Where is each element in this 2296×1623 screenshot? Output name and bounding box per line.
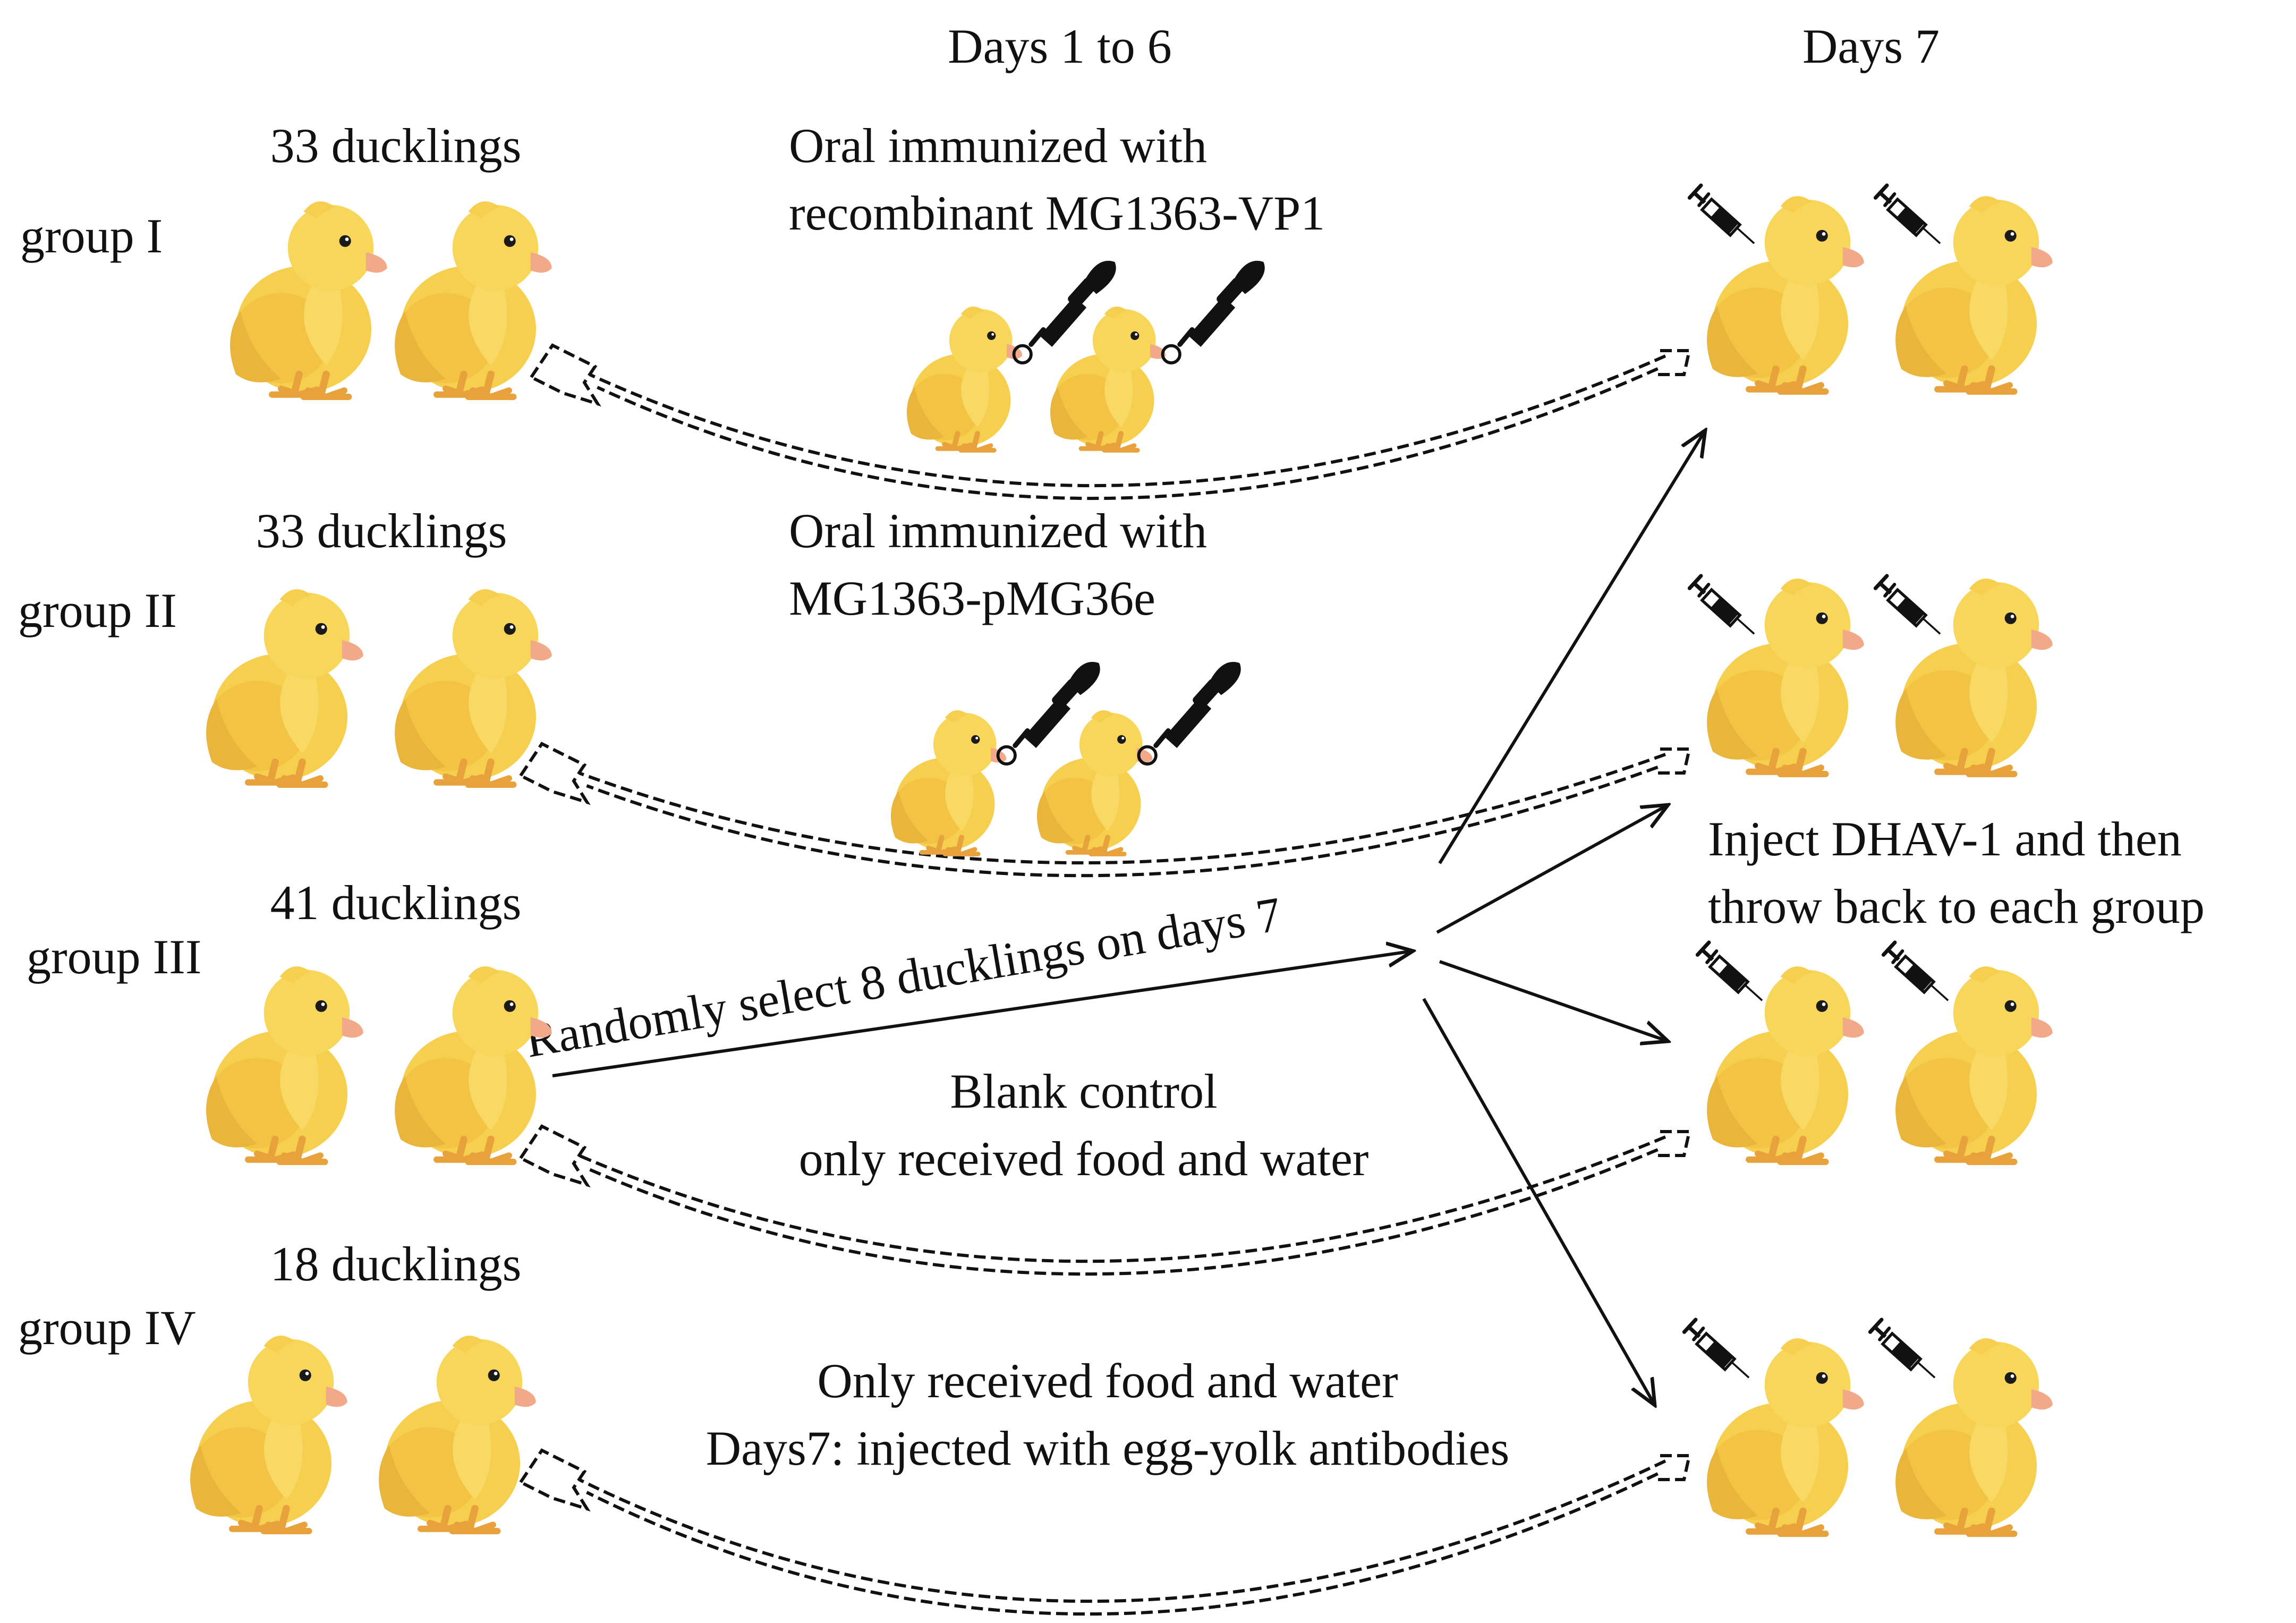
- duckling-icon: [379, 1336, 536, 1531]
- duckling-icon: [1037, 710, 1152, 854]
- return-arrow-group-4: [518, 1448, 1691, 1616]
- group-3-day7: [1697, 942, 2052, 1162]
- return-arrows: [518, 343, 1691, 1616]
- syringe-icon: [1697, 942, 1762, 1000]
- duckling-icon: [907, 307, 1022, 451]
- group-1-count: 33 ducklings: [270, 118, 522, 173]
- group-4-treatment-line-2: Days7: injected with egg-yolk antibodies: [706, 1421, 1510, 1475]
- duckling-icon: [190, 1336, 347, 1531]
- group-2-dosing: [891, 662, 1241, 854]
- group-4-treatment-line-1: Only received food and water: [817, 1354, 1398, 1408]
- duckling-icon: [395, 966, 552, 1162]
- injection-note-line-2: throw back to each group: [1708, 879, 2205, 933]
- return-arrow-group-2: [518, 742, 1691, 878]
- duckling-icon: [230, 201, 387, 397]
- header-days-1-to-6: Days 1 to 6: [948, 19, 1172, 73]
- arrow-to-group-3: [1439, 960, 1668, 1041]
- duckling-icon: [1707, 966, 1864, 1162]
- duckling-icon: [1895, 966, 2053, 1162]
- group-4-ducklings: [190, 1336, 536, 1531]
- duckling-icon: [1895, 1338, 2053, 1534]
- group-3-count: 41 ducklings: [270, 876, 522, 930]
- syringe-icon: [1689, 576, 1754, 634]
- group-2-treatment-line-1: Oral immunized with: [789, 504, 1207, 558]
- dropper-icon: [1163, 261, 1265, 363]
- injection-note-line-1: Inject DHAV-1 and then: [1708, 812, 2182, 866]
- group-1-dosing: [907, 261, 1265, 451]
- group-2-day7: [1689, 576, 2052, 774]
- syringe-icon: [1875, 185, 1940, 243]
- group-3-treatment-line-2: only received food and water: [799, 1132, 1369, 1186]
- syringe-icon: [1870, 1320, 1935, 1378]
- group-label-3: group III: [27, 930, 202, 984]
- group-label-1: group I: [20, 209, 163, 263]
- group-label-2: group II: [18, 583, 177, 638]
- header-day-7: Days 7: [1802, 19, 1940, 73]
- group-1-ducklings: [230, 201, 552, 397]
- duckling-icon: [1707, 1338, 1864, 1534]
- syringe-icon: [1883, 942, 1948, 1000]
- group-3-ducklings: [206, 966, 552, 1162]
- group-label-4: group IV: [18, 1301, 196, 1355]
- group-3-treatment-line-1: Blank control: [950, 1064, 1217, 1118]
- return-arrow-group-1: [529, 343, 1691, 500]
- selection-label: Randomly select 8 ducklings on days 7: [521, 887, 1285, 1068]
- duckling-icon: [206, 966, 363, 1162]
- group-1-day7: [1689, 185, 2052, 392]
- duckling-icon: [395, 201, 552, 397]
- group-1-treatment-line-2: recombinant MG1363-VP1: [789, 186, 1325, 240]
- dropper-icon: [1139, 662, 1241, 764]
- duckling-icon: [206, 589, 363, 785]
- duckling-icon: [395, 589, 552, 785]
- group-2-ducklings: [206, 589, 552, 785]
- syringe-icon: [1875, 576, 1940, 634]
- group-1-treatment-line-1: Oral immunized with: [789, 118, 1207, 173]
- duckling-icon: [891, 710, 1006, 854]
- group-2-treatment-line-2: MG1363-pMG36e: [789, 571, 1155, 625]
- syringe-icon: [1689, 185, 1754, 243]
- arrow-to-group-4: [1422, 998, 1655, 1405]
- group-2-count: 33 ducklings: [256, 504, 507, 558]
- syringe-icon: [1684, 1320, 1749, 1378]
- arrow-to-group-2: [1436, 805, 1668, 934]
- group-4-count: 18 ducklings: [270, 1237, 522, 1291]
- group-4-day7: [1684, 1320, 2052, 1534]
- return-arrow-group-3: [518, 1124, 1691, 1276]
- arrow-to-group-1: [1438, 430, 1705, 864]
- selection-arrow: [552, 951, 1413, 1077]
